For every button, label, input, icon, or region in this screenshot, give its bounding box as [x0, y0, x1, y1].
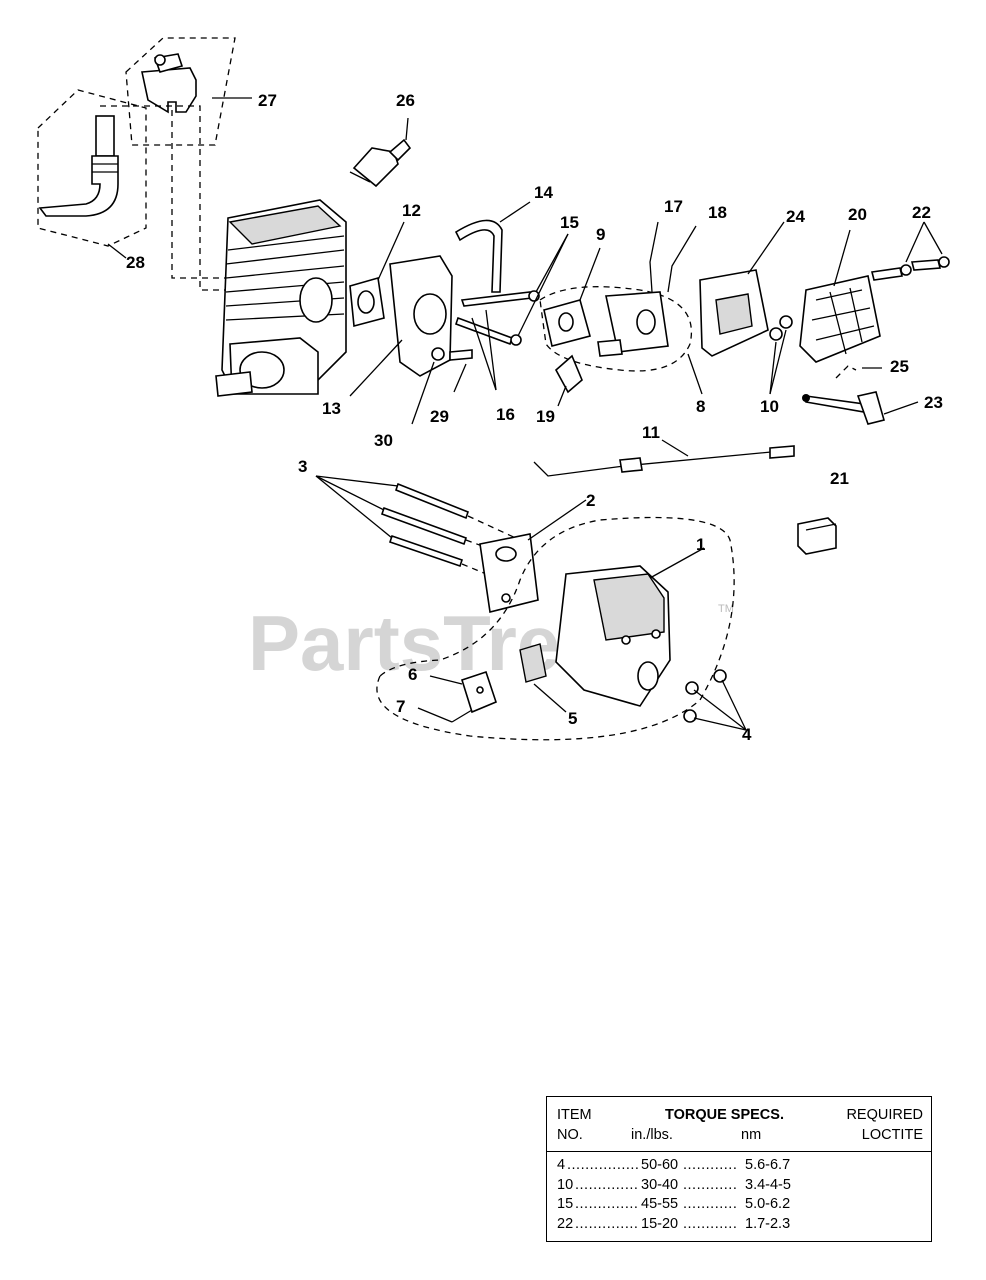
- header-torque-specs: TORQUE SPECS.: [665, 1107, 784, 1123]
- table-body: 4 ................ 50-60 ............ 5.…: [557, 1157, 923, 1235]
- callout-11: 11: [642, 423, 660, 442]
- callout-6: 6: [408, 665, 417, 684]
- callout-3: 3: [298, 457, 307, 476]
- part-24-filter-plate: [699, 221, 785, 357]
- callout-5: 5: [568, 709, 577, 728]
- cell-dots: ............: [683, 1157, 738, 1173]
- part-14-fuel-line: [454, 201, 531, 293]
- callout-22: 22: [912, 203, 931, 222]
- cell-dots: ..............: [575, 1215, 639, 1232]
- part-8-9-carburetor: [539, 247, 703, 395]
- cell-item: 4: [557, 1157, 566, 1173]
- part-26-spark-plug: [349, 117, 412, 188]
- part-10-nuts: [769, 315, 793, 395]
- header-no: NO.: [557, 1127, 583, 1143]
- callout-12: 12: [402, 201, 421, 220]
- callout-4: 4: [742, 725, 752, 744]
- cell-dots: ................: [567, 1157, 640, 1173]
- callout-9: 9: [596, 225, 605, 244]
- part-15-16-screws: [454, 233, 569, 391]
- part-6-7-arrestor: [417, 670, 497, 723]
- callout-26: 26: [396, 91, 415, 110]
- part-25-23-knob: [802, 365, 919, 425]
- part-1-muffler: [376, 516, 735, 741]
- part-12-gasket: [349, 221, 405, 328]
- cell-item: 10: [557, 1176, 574, 1193]
- table-row: 10 .............. 30-40 ............ 3.4…: [557, 1177, 923, 1197]
- cell-dots: ..............: [575, 1196, 639, 1212]
- table-row: 22 .............. 15-20 ............ 1.7…: [557, 1216, 923, 1236]
- callout-7: 7: [396, 697, 405, 716]
- part-17-18-cables: [649, 221, 697, 293]
- callout-17: 17: [664, 197, 683, 216]
- header-loctite: LOCTITE: [861, 1127, 923, 1143]
- cell-in-lbs: 30-40: [641, 1176, 679, 1193]
- part-27-clip: [125, 37, 252, 146]
- part-28-fuel-elbow: [37, 89, 147, 259]
- cell-item: 15: [557, 1196, 574, 1212]
- part-20-filter-cover: [799, 229, 881, 363]
- callout-10: 10: [760, 397, 779, 416]
- part-11-throttle-cable: [533, 439, 795, 477]
- cell-in-lbs: 45-55: [641, 1196, 679, 1212]
- callout-14: 14: [534, 183, 553, 202]
- part-3-bolts: [315, 475, 521, 589]
- engine-cylinder: [215, 199, 347, 397]
- cell-nm: 3.4-4-5: [745, 1176, 791, 1193]
- callout-23: 23: [924, 393, 943, 412]
- part-5-screen: [519, 643, 567, 713]
- header-nm: nm: [741, 1127, 762, 1143]
- header-in-lbs: in./lbs.: [631, 1127, 673, 1143]
- cell-item: 22: [557, 1215, 574, 1232]
- callout-20: 20: [848, 205, 867, 224]
- part-2-muffler-gasket: [479, 499, 587, 613]
- torque-specs-table: ITEM TORQUE SPECS. REQUIRED NO. in./lbs.…: [546, 1096, 932, 1242]
- cell-in-lbs: 15-20: [641, 1215, 679, 1232]
- callout-24: 24: [786, 207, 805, 226]
- callout-8: 8: [696, 397, 705, 416]
- callout-16: 16: [496, 405, 515, 424]
- callout-13: 13: [322, 399, 341, 418]
- header-item: ITEM: [557, 1107, 592, 1123]
- part-19-link: [554, 354, 583, 407]
- watermark-text: PartsTree: [248, 599, 604, 687]
- callout-1: 1: [696, 535, 705, 554]
- table-header-row-2: NO. in./lbs. nm LOCTITE: [557, 1127, 923, 1147]
- table-row: 15 .............. 45-55 ............ 5.0…: [557, 1196, 923, 1216]
- callout-21: 21: [830, 469, 849, 488]
- part-4-nuts: [683, 669, 747, 731]
- table-header-row-1: ITEM TORQUE SPECS. REQUIRED: [557, 1107, 923, 1127]
- cell-nm: 5.6-6.7: [745, 1157, 791, 1173]
- part-22-screws: [871, 221, 950, 281]
- callout-19: 19: [536, 407, 555, 426]
- part-21-block: [797, 517, 837, 555]
- cell-dots: ............: [683, 1176, 738, 1193]
- header-required: REQUIRED: [846, 1107, 923, 1123]
- cell-dots: ............: [683, 1215, 738, 1232]
- table-row: 4 ................ 50-60 ............ 5.…: [557, 1157, 923, 1177]
- cell-dots: ..............: [575, 1176, 639, 1193]
- callout-15: 15: [560, 213, 579, 232]
- callout-30: 30: [374, 431, 393, 450]
- cell-in-lbs: 50-60: [641, 1157, 679, 1173]
- callout-27: 27: [258, 91, 277, 110]
- cell-dots: ............: [683, 1196, 738, 1212]
- callout-28: 28: [126, 253, 145, 272]
- callout-18: 18: [708, 203, 727, 222]
- callout-29: 29: [430, 407, 449, 426]
- table-divider: [547, 1151, 931, 1152]
- callout-2: 2: [586, 491, 595, 510]
- cell-nm: 5.0-6.2: [745, 1196, 791, 1212]
- callout-25: 25: [890, 357, 909, 376]
- part-13-intake-adapter: [349, 255, 453, 397]
- watermark-tm: TM: [718, 603, 734, 615]
- cell-nm: 1.7-2.3: [745, 1215, 791, 1232]
- part-29-30-screw-washer: [411, 347, 473, 425]
